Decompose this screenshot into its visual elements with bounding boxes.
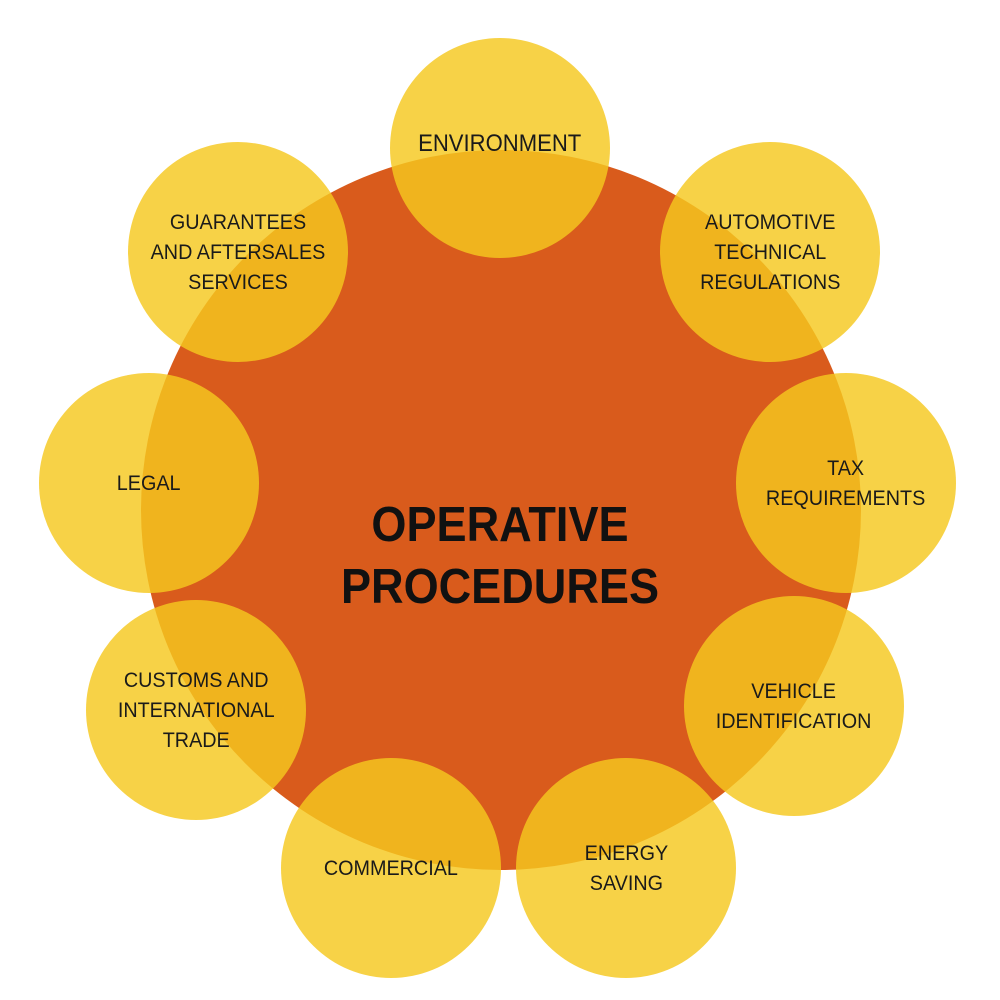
- satellite-commercial-label: COMMERCIAL: [323, 856, 459, 880]
- satellite-automotive-label: AUTOMOTIVE TECHNICAL REGULATIONS: [699, 210, 841, 294]
- satellite-environment-label: ENVIRONMENT: [418, 130, 582, 157]
- satellite-environment: ENVIRONMENT: [390, 38, 610, 258]
- satellite-energy-label: ENERGY SAVING: [584, 841, 668, 895]
- satellite-commercial: COMMERCIAL: [281, 758, 501, 978]
- satellite-guarantees-aftersales-services: GUARANTEES AND AFTERSALES SERVICES: [128, 142, 348, 362]
- satellite-energy-saving: ENERGY SAVING: [516, 758, 736, 978]
- satellite-customs-label: CUSTOMS AND INTERNATIONAL TRADE: [117, 668, 275, 752]
- satellite-tax-label: TAX REQUIREMENTS: [766, 456, 926, 510]
- satellite-tax-requirements: TAX REQUIREMENTS: [736, 373, 956, 593]
- center-title: OPERATIVE PROCEDURES: [300, 432, 700, 680]
- satellite-vehicle-label: VEHICLE IDENTIFICATION: [716, 679, 872, 733]
- center-title-text: OPERATIVE PROCEDURES: [340, 498, 660, 614]
- satellite-guarantees-label: GUARANTEES AND AFTERSALES SERVICES: [150, 210, 326, 294]
- satellite-customs-international-trade: CUSTOMS AND INTERNATIONAL TRADE: [86, 600, 306, 820]
- satellite-legal: LEGAL: [39, 373, 259, 593]
- satellite-vehicle-identification: VEHICLE IDENTIFICATION: [684, 596, 904, 816]
- satellite-legal-label: LEGAL: [117, 471, 181, 495]
- satellite-automotive-technical-regulations: AUTOMOTIVE TECHNICAL REGULATIONS: [660, 142, 880, 362]
